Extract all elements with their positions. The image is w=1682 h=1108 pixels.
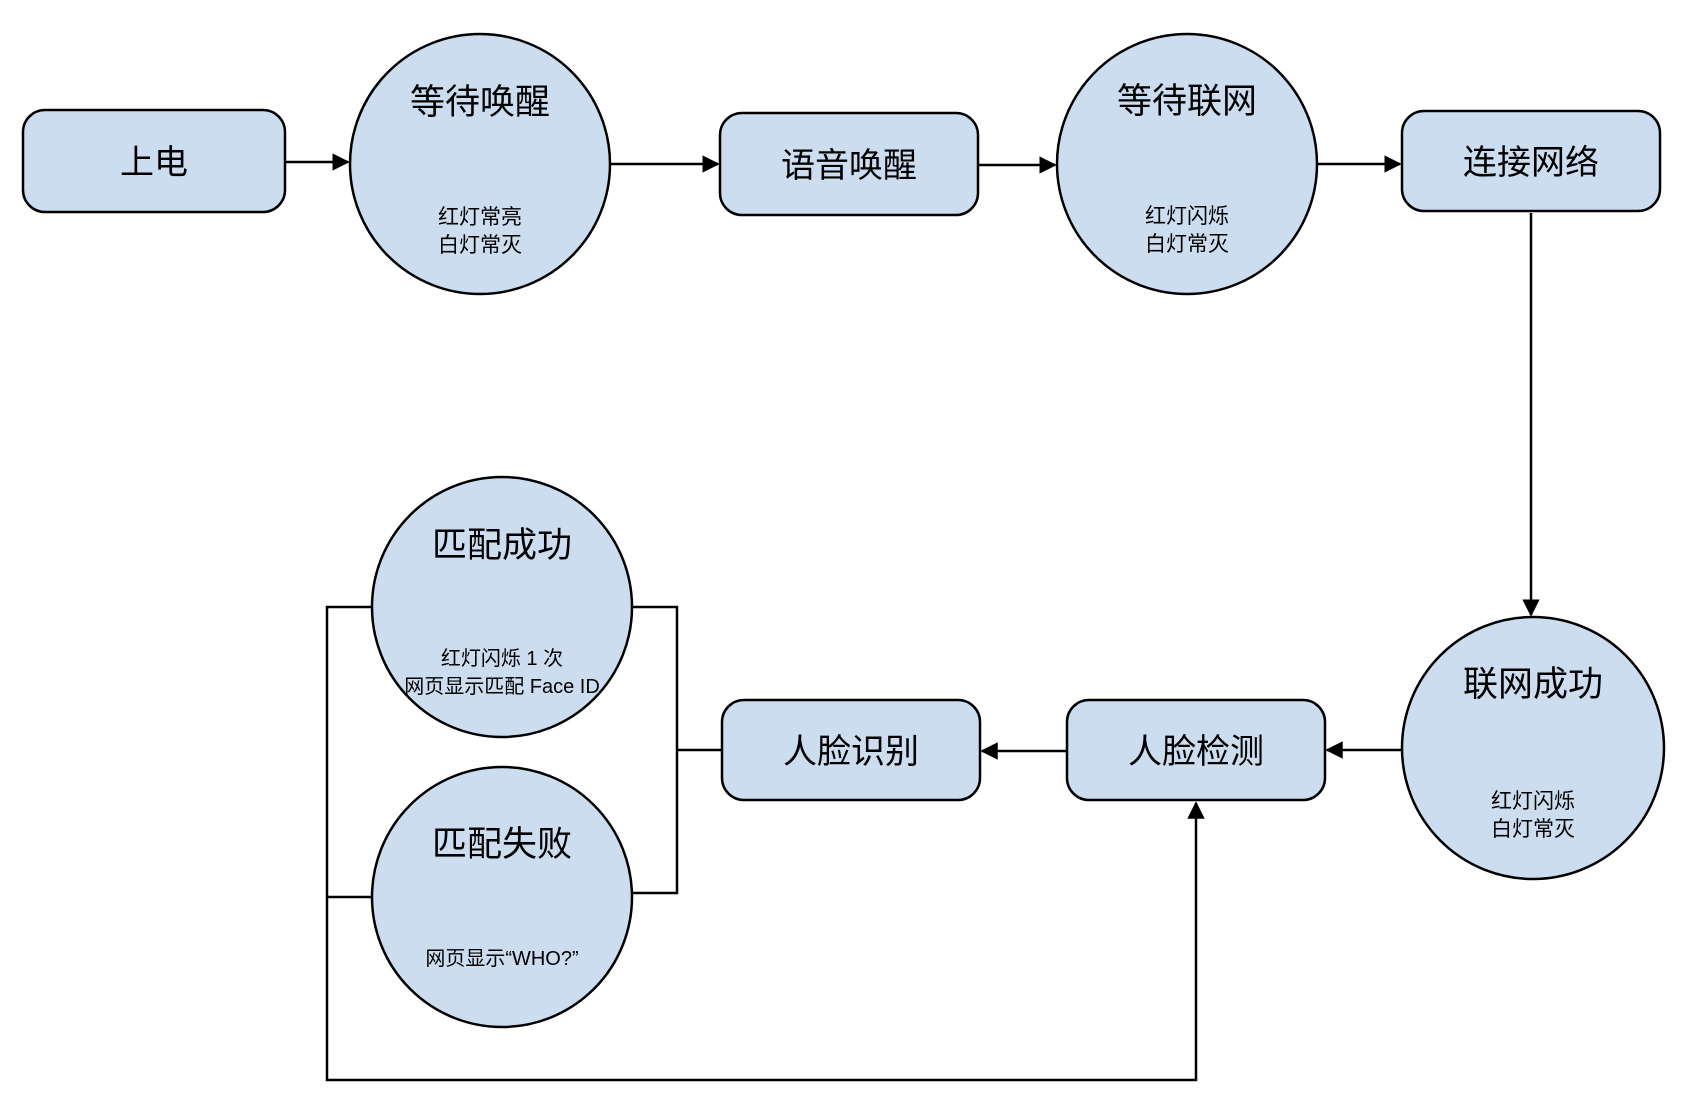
node-wait-wake: 等待唤醒 红灯常亮 白灯常灭 [348,32,612,296]
match-success-circle [370,475,634,739]
connect-network-label: 连接网络 [1463,144,1599,182]
wait-network-sub2: 白灯常灭 [1145,233,1229,256]
network-ok-circle [1400,615,1666,881]
voice-wake-box [718,111,980,217]
node-voice-wake: 语音唤醒 [718,111,980,217]
node-face-detect: 人脸检测 [1065,698,1327,802]
match-success-sub1: 红灯闪烁 1 次 [441,647,563,670]
match-fail-title: 匹配失败 [432,825,572,864]
node-match-success: 匹配成功 红灯闪烁 1 次 网页显示匹配 Face ID [370,475,634,739]
node-connect-network: 连接网络 [1400,109,1662,213]
wait-network-title: 等待联网 [1117,82,1257,121]
match-success-title: 匹配成功 [432,526,572,565]
node-network-ok: 联网成功 红灯闪烁 白灯常灭 [1400,615,1666,881]
node-wait-network: 等待联网 红灯闪烁 白灯常灭 [1055,32,1319,296]
match-fail-circle [370,765,634,1029]
node-power-on: 上电 [21,108,287,214]
power-on-label: 上电 [120,144,188,182]
wait-wake-title: 等待唤醒 [410,83,550,122]
match-fail-sub1: 网页显示“WHO?” [425,948,578,970]
face-detect-label: 人脸检测 [1128,733,1264,771]
face-detect-box [1065,698,1327,802]
face-recognize-label: 人脸识别 [783,733,919,771]
face-recognize-box [720,698,982,802]
network-ok-title: 联网成功 [1463,665,1603,704]
wait-network-sub1: 红灯闪烁 [1145,205,1229,228]
wait-wake-sub1: 红灯常亮 [438,206,522,229]
voice-wake-label: 语音唤醒 [781,147,917,185]
node-match-fail: 匹配失败 网页显示“WHO?” [370,765,634,1029]
wait-network-circle [1055,32,1319,296]
power-on-box [21,108,287,214]
match-success-sub2: 网页显示匹配 Face ID [404,676,600,698]
edges [285,153,1540,1082]
network-ok-sub2: 白灯常灭 [1491,818,1575,841]
network-ok-sub1: 红灯闪烁 [1491,790,1575,813]
connector-match-rail-right [632,605,679,895]
wait-wake-sub2: 白灯常灭 [438,234,522,257]
node-face-recognize: 人脸识别 [720,698,982,802]
edge-loop-back-to-detect [325,605,1205,1082]
wait-wake-circle [348,32,612,296]
connect-network-box [1400,109,1662,213]
